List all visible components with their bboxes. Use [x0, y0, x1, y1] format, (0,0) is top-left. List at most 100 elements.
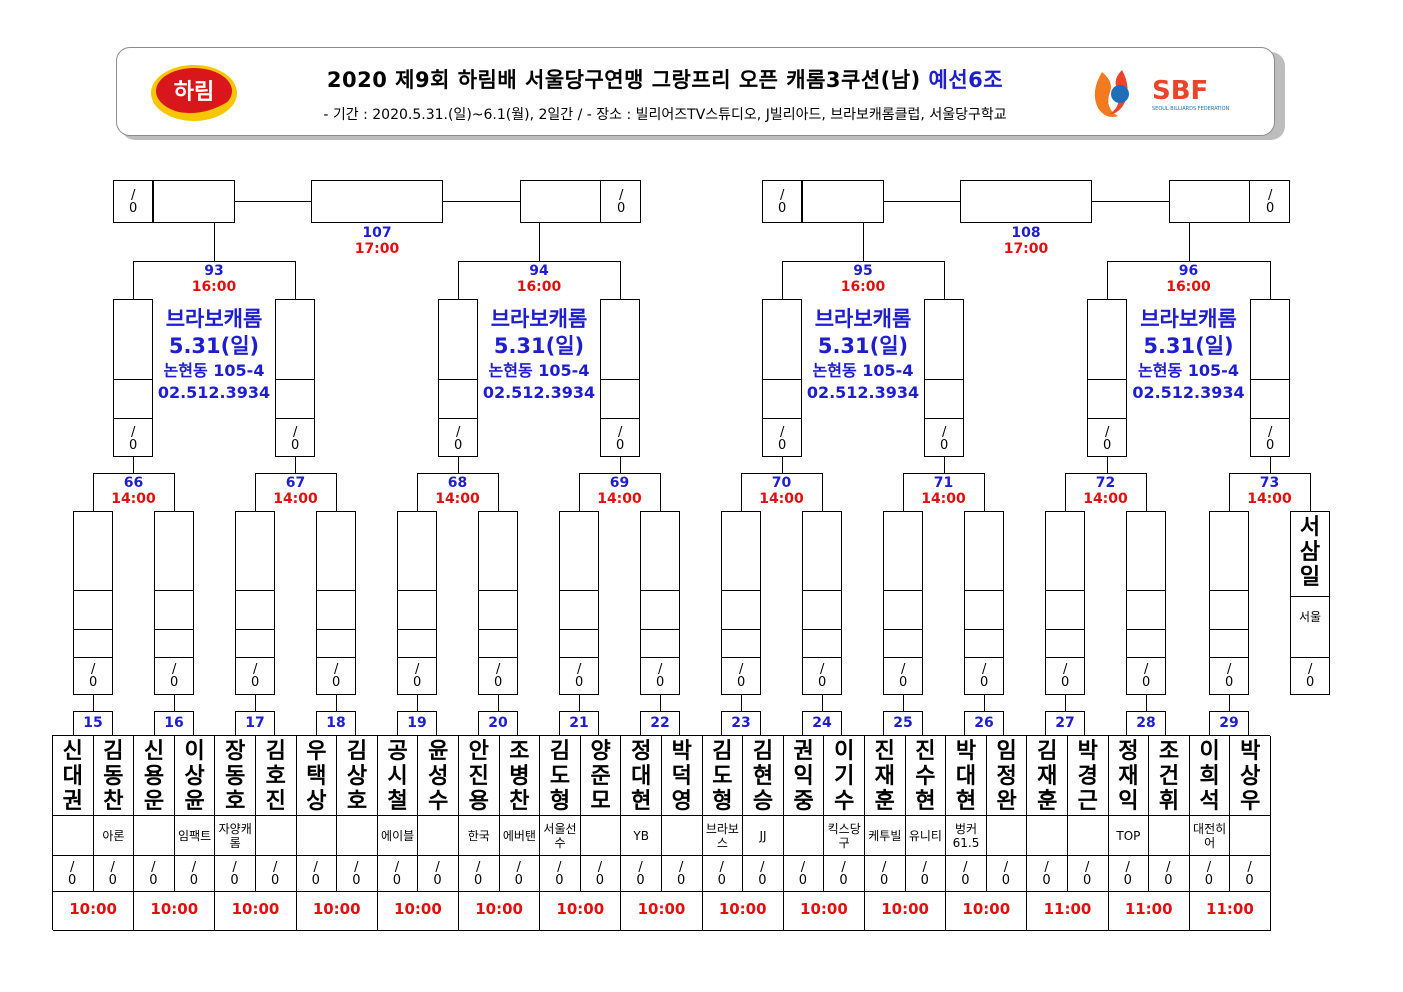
score-placeholder: / 0 — [1061, 662, 1070, 690]
match-number: 19 — [407, 715, 427, 731]
round1-link — [1229, 695, 1230, 711]
score-placeholder: / 0 — [758, 860, 767, 888]
match-time: 14:00 — [435, 491, 480, 507]
player-club — [337, 816, 378, 856]
score-placeholder: / 0 — [961, 860, 970, 888]
match-time: 10:00 — [377, 892, 459, 931]
score-placeholder: / 0 — [617, 188, 626, 216]
match-time: 10:00 — [865, 892, 947, 931]
round1-link — [579, 695, 580, 711]
match-time: 14:00 — [759, 491, 804, 507]
score-cell: / 0 — [865, 856, 906, 892]
final-player-box — [520, 180, 601, 223]
score-cell: / 0 — [580, 856, 622, 892]
box-divider — [762, 379, 802, 380]
match-number: 93 — [204, 263, 224, 279]
score-cell: / 0 — [1108, 856, 1150, 892]
round2-player-box — [559, 511, 599, 695]
player-club — [662, 816, 703, 856]
score-placeholder: / 0 — [677, 860, 686, 888]
score-placeholder: / 0 — [271, 860, 280, 888]
score-placeholder: / 0 — [555, 860, 564, 888]
round1-link — [336, 695, 337, 711]
semi-connector — [782, 261, 945, 262]
score-cell: / 0 — [946, 856, 987, 892]
player-club — [1027, 816, 1068, 856]
score-cell: / 0 — [337, 856, 378, 892]
box-divider — [762, 418, 802, 419]
match-number: 72 — [1095, 475, 1116, 491]
score-cell: / 0 — [418, 856, 459, 892]
round1-link — [498, 695, 499, 711]
match-number-tag — [883, 711, 923, 736]
venue-name: 브라보캐롬 — [165, 307, 263, 331]
round2-connector — [174, 473, 175, 511]
round1-link — [903, 695, 904, 711]
box-divider — [316, 629, 356, 630]
match-number: 73 — [1259, 475, 1280, 491]
title-text: 2020 제9회 하림배 서울당구연맹 그랑프리 오픈 캐롬3쿠션(남) — [326, 68, 921, 92]
round1-link — [822, 695, 823, 711]
score-placeholder: / 0 — [352, 860, 361, 888]
box-divider — [883, 590, 923, 591]
match-number-tag — [478, 711, 518, 736]
box-divider — [1209, 629, 1249, 630]
round2-link — [295, 457, 296, 473]
box-divider — [721, 657, 761, 658]
match-number: 66 — [123, 475, 144, 491]
semi-player-box — [762, 299, 802, 457]
box-divider — [721, 590, 761, 591]
score-placeholder: / 0 — [1103, 425, 1112, 453]
match-time: 16:00 — [191, 279, 237, 295]
venue-name: 브라보캐롬 — [490, 307, 588, 331]
round2-player-box — [1045, 511, 1085, 695]
round2-link — [458, 457, 459, 473]
score-placeholder: / 0 — [1042, 860, 1051, 888]
venue-address: 논현동 105-4 — [1138, 361, 1239, 380]
round2-connector — [741, 473, 823, 474]
box-divider — [640, 590, 680, 591]
player-club: 서울선수 — [540, 816, 581, 856]
box-divider — [1209, 590, 1249, 591]
box-divider — [1045, 590, 1085, 591]
round2-connector — [417, 473, 418, 511]
box-divider — [883, 657, 923, 658]
semi-connector — [458, 261, 621, 262]
box-divider — [1290, 657, 1330, 658]
round2-connector — [1065, 473, 1066, 511]
header-panel — [116, 47, 1275, 136]
match-number: 68 — [447, 475, 468, 491]
score-placeholder: / 0 — [737, 662, 746, 690]
final-link — [863, 223, 864, 261]
match-number: 107 — [362, 225, 392, 241]
match-number-tag — [73, 711, 113, 736]
round1-link — [1065, 695, 1066, 711]
round2-connector — [93, 473, 175, 474]
score-placeholder: / 0 — [291, 425, 300, 453]
score-cell: / 0 — [93, 856, 135, 892]
score-placeholder: / 0 — [1266, 425, 1275, 453]
page-title: 2020 제9회 하림배 서울당구연맹 그랑프리 오픈 캐롬3쿠션(남) 예선6… — [240, 64, 1090, 94]
box-divider — [438, 379, 478, 380]
score-cell: / 0 — [174, 856, 216, 892]
final-center-box — [960, 180, 1092, 223]
round1-link — [93, 695, 94, 711]
match-number: 29 — [1219, 715, 1239, 731]
score-cell: / 0 — [986, 856, 1028, 892]
score-placeholder: / 0 — [1245, 860, 1254, 888]
box-divider — [640, 657, 680, 658]
round2-player-box — [73, 511, 113, 695]
